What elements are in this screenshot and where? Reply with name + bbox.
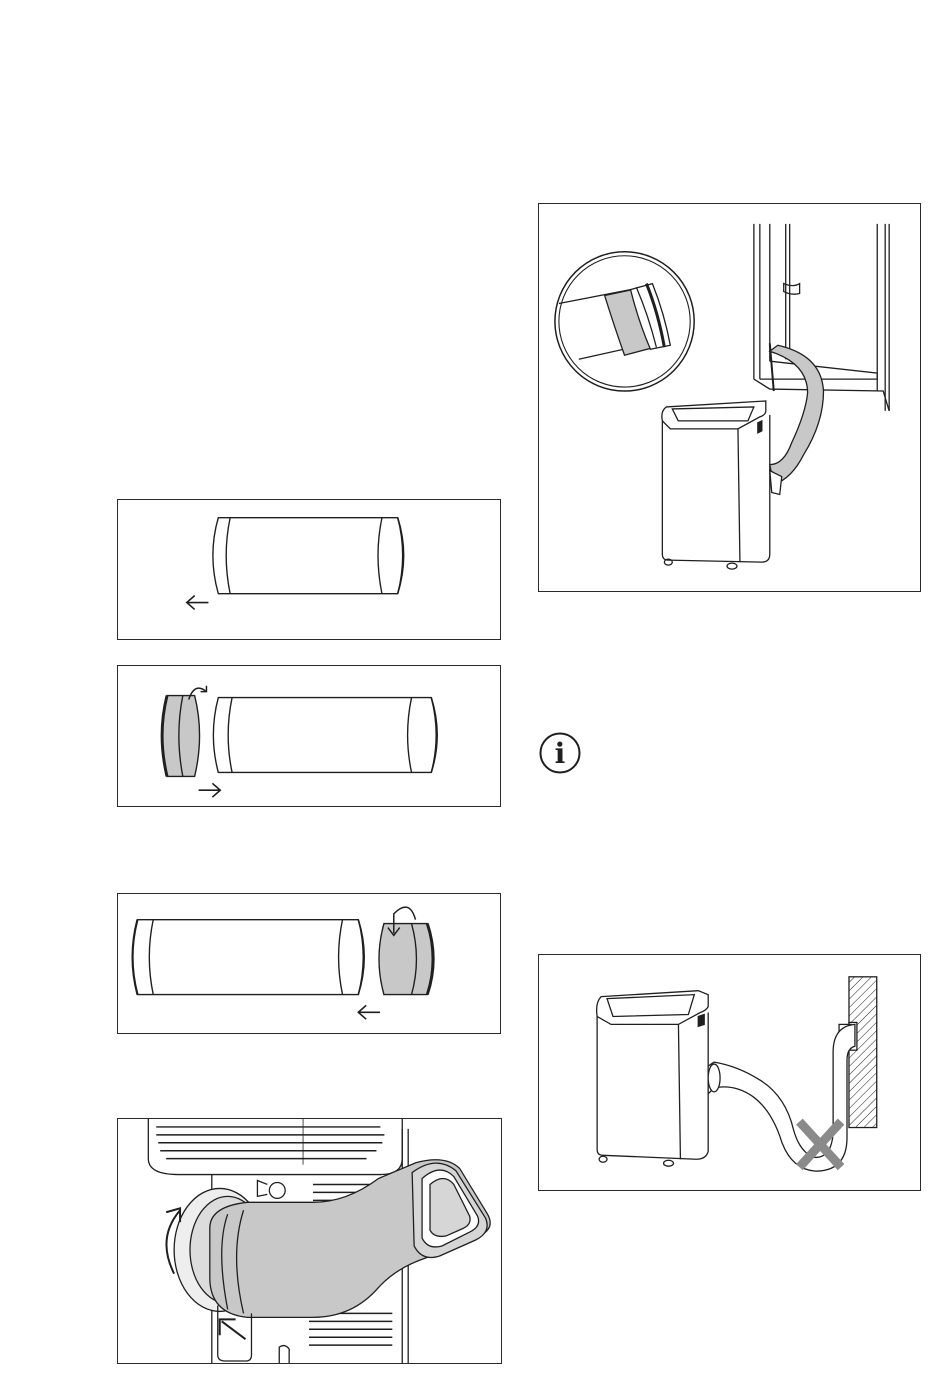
adapter-right-illustration (118, 894, 500, 1033)
hose-attach-illustration (118, 1119, 501, 1363)
figure-hose-extend (117, 499, 501, 640)
info-icon-glyph: i (555, 737, 566, 770)
figure-window-kit (538, 203, 921, 592)
window-kit-illustration (539, 204, 920, 591)
arrow-up-left-icon (220, 1319, 246, 1339)
figure-wrong-hose (538, 954, 921, 1191)
hose-extend-illustration (118, 500, 500, 639)
arrow-left-icon (187, 596, 209, 610)
info-icon: i (538, 731, 582, 775)
arrow-left-icon (358, 1005, 380, 1019)
figure-hose-attach (117, 1118, 502, 1364)
adapter-left-illustration (118, 666, 500, 806)
figure-adapter-right (117, 893, 501, 1034)
arrow-right-icon (199, 783, 221, 797)
wrong-hose-illustration (539, 955, 920, 1190)
figure-adapter-left (117, 665, 501, 807)
